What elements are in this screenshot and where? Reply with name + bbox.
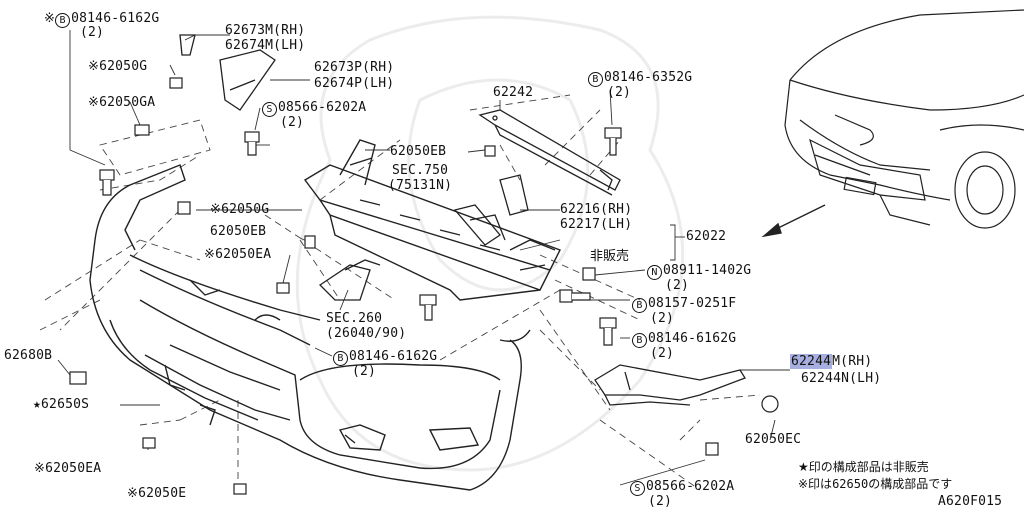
circle-symbol: S — [262, 102, 277, 117]
label-62674P: 62674P(LH) — [314, 76, 395, 91]
label-62244N: 62244N(LH) — [801, 371, 882, 386]
label-62022: 62022 — [686, 229, 727, 244]
label-08146-6162G-a-qty: (2) — [80, 25, 105, 40]
circle-symbol: S — [630, 481, 645, 496]
label-62216: 62216(RH) — [560, 202, 633, 217]
label-08146-6162G-c-qty: (2) — [650, 346, 675, 361]
label-62050EC: 62050EC — [745, 432, 802, 447]
circle-symbol: B — [588, 72, 603, 87]
label-62217: 62217(LH) — [560, 217, 633, 232]
label-sec260: SEC.260 — [326, 311, 383, 326]
label-08566-6202A-a-qty: (2) — [280, 115, 305, 130]
label-62650S: ★62650S — [33, 397, 90, 412]
label-62674M: 62674M(LH) — [225, 38, 306, 53]
car-illustration — [784, 9, 1024, 229]
label-sec750: SEC.750 — [392, 163, 449, 178]
label-26040-90: (26040/90) — [326, 326, 407, 341]
label-62673P: 62673P(RH) — [314, 60, 395, 75]
note-component-of: ※印は62650の構成部品です — [798, 475, 952, 492]
side-bracket-62244 — [594, 364, 746, 406]
upper-stay — [478, 109, 621, 196]
part-number: 08566-6202A — [646, 479, 735, 494]
part-number: 08146-6162G — [71, 11, 160, 26]
circle-symbol: N — [647, 265, 662, 280]
part-number: 08157-0251F — [648, 296, 737, 311]
label-62050EA-a: ※62050EA — [204, 247, 272, 262]
reinforcement-beam — [303, 139, 561, 301]
note-prefix: ※印は — [798, 477, 833, 491]
bumper-fascia — [89, 164, 531, 491]
figure-id: A620F015 — [938, 494, 1003, 509]
leader-lines — [57, 30, 790, 494]
part-number: 08911-1402G — [663, 263, 752, 278]
label-62050G-b: ※62050G — [210, 202, 270, 217]
label-62050EB-a: 62050EB — [390, 144, 447, 159]
part-number: 08146-6162G — [648, 331, 737, 346]
brackets — [179, 34, 529, 301]
part-number: 08146-6352G — [604, 70, 693, 85]
label-08911-1402G-qty: (2) — [665, 278, 690, 293]
label-75131N: (75131N) — [388, 178, 453, 193]
label-62680B: 62680B — [4, 348, 53, 363]
label-62050EB-b: 62050EB — [210, 224, 267, 239]
part-number: 08146-6162G — [349, 349, 438, 364]
fasteners — [69, 77, 779, 495]
label-08146-6162G-b-qty: (2) — [352, 364, 377, 379]
part-suffix: M(RH) — [832, 354, 873, 369]
label-62050EA-b: ※62050EA — [34, 461, 102, 476]
note-suffix: の構成部品です — [868, 477, 953, 491]
label-62244M: 62244M(RH) — [790, 354, 873, 369]
note-part: 62650 — [832, 477, 869, 491]
circle-symbol: B — [632, 333, 647, 348]
circle-symbol: B — [632, 298, 647, 313]
label-08566-6202A-b-qty: (2) — [648, 494, 673, 509]
label-08157-0251F-qty: (2) — [650, 311, 675, 326]
label-62673M: 62673M(RH) — [225, 23, 306, 38]
highlighted-part-number: 62244 — [790, 354, 833, 369]
circle-symbol: B — [333, 351, 348, 366]
label-not-sold: 非販売 — [590, 249, 630, 264]
circle-symbol: B — [55, 13, 71, 28]
note-not-sold: ★印の構成部品は非販売 — [798, 460, 929, 474]
label-62050E: ※62050E — [127, 486, 187, 501]
label-62050GA: ※62050GA — [88, 95, 156, 110]
label-62050G: ※62050G — [88, 59, 148, 74]
watermark-emblem — [295, 15, 685, 472]
label-08146-6352G-qty: (2) — [607, 85, 632, 100]
view-arrow — [761, 204, 826, 238]
mark: ※ — [44, 11, 56, 26]
label-62242: 62242 — [493, 85, 534, 100]
dashed-assembly-lines — [39, 94, 761, 491]
part-number: 08566-6202A — [278, 100, 367, 115]
